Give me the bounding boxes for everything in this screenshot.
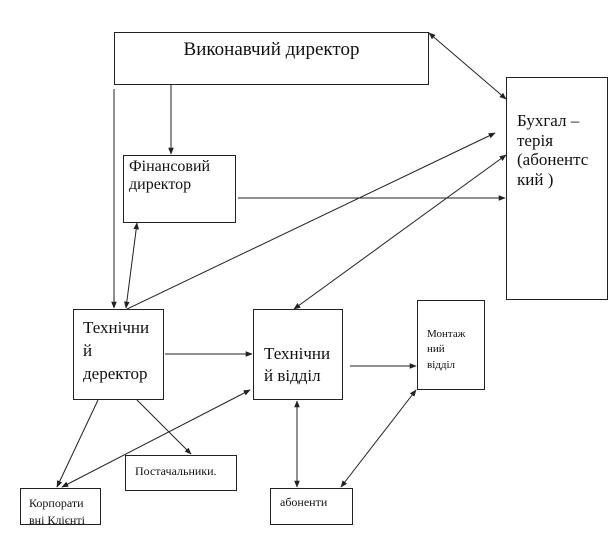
node-technical-director: Технічни й деректор bbox=[73, 309, 164, 400]
node-technical-department: Технічни й відділ bbox=[253, 309, 343, 400]
node-suppliers: Постачальники. bbox=[125, 455, 237, 491]
edge-techdepartment-corporate bbox=[61, 389, 251, 488]
node-label: Технічни й деректор bbox=[83, 318, 150, 383]
edge-techdirector-corporate bbox=[56, 399, 99, 488]
node-executive-director: Виконавчий директор bbox=[114, 32, 429, 85]
node-subscribers: абоненти bbox=[270, 488, 353, 525]
node-financial-director: Фінансовий директор bbox=[123, 155, 236, 223]
edge-financial-techdirector bbox=[124, 222, 139, 309]
edge-techdirector-suppliers bbox=[136, 399, 192, 455]
node-label: Бухгал – терія (абонентс кий ) bbox=[517, 111, 589, 189]
edge-executive-accounting bbox=[428, 32, 507, 100]
node-label: абоненти bbox=[280, 495, 328, 509]
node-label: Корпорати вні Клієнті bbox=[29, 496, 85, 527]
node-installation-department: Монтаж ний відділ bbox=[417, 300, 485, 390]
node-label: Технічни й відділ bbox=[264, 344, 331, 386]
node-corporate-clients: Корпорати вні Клієнті bbox=[20, 488, 101, 527]
node-label: Монтаж ний відділ bbox=[427, 328, 466, 371]
edge-techdepartment-accounting bbox=[293, 154, 507, 310]
node-label: Фінансовий директор bbox=[129, 158, 211, 194]
edge-installation-subscribers bbox=[340, 389, 417, 488]
node-label: Виконавчий директор bbox=[183, 39, 360, 60]
node-label: Постачальники. bbox=[135, 464, 217, 478]
node-accounting: Бухгал – терія (абонентс кий ) bbox=[506, 77, 608, 300]
